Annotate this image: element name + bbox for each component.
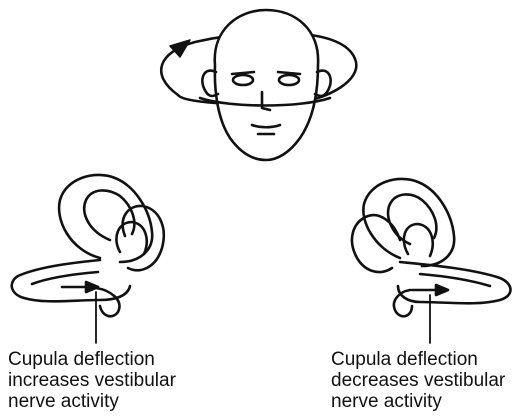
right-caption-line: decreases vestibular <box>331 370 505 391</box>
right-semicircular-canals-icon <box>352 179 511 343</box>
right-caption: Cupula deflection decreases vestibular n… <box>331 349 505 412</box>
head-icon <box>202 10 330 160</box>
left-semicircular-canals-icon <box>12 175 164 343</box>
left-caption-line: nerve activity <box>8 391 176 412</box>
left-caption: Cupula deflection increases vestibular n… <box>8 349 176 412</box>
left-caption-line: Cupula deflection <box>8 349 176 370</box>
right-caption-line: Cupula deflection <box>331 349 505 370</box>
right-caption-line: nerve activity <box>331 391 505 412</box>
left-caption-line: increases vestibular <box>8 370 176 391</box>
